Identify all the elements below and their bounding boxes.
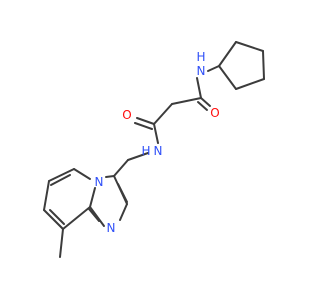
- bond: [59, 228, 64, 258]
- bond: [200, 97, 211, 107]
- bond: [218, 41, 237, 67]
- atom-label-nitrogen-amide-right: N: [197, 64, 206, 78]
- bond: [62, 206, 91, 230]
- bond: [171, 97, 202, 105]
- atom-label-oxygen-left: O: [122, 108, 131, 122]
- bonds: [43, 41, 265, 258]
- bond: [89, 187, 96, 208]
- bond: [73, 168, 91, 180]
- bond: [48, 168, 75, 182]
- bond: [197, 101, 208, 111]
- bond: [218, 65, 237, 90]
- bond: [235, 41, 264, 52]
- bond: [88, 208, 100, 222]
- bond: [127, 152, 149, 161]
- bond: [235, 78, 265, 90]
- molecule-structure: O O N H N H N N: [43, 41, 265, 258]
- atom-labels: O O N H N H N N: [95, 50, 220, 235]
- bond: [207, 65, 220, 72]
- bond: [119, 203, 128, 221]
- atom-label-hydrogen-amide-right: H: [196, 50, 205, 64]
- atom-label-hydrogen-amide-left: H: [141, 144, 150, 158]
- atom-label-nitrogen-imidazole: N: [107, 221, 116, 235]
- atom-label-oxygen-right: O: [210, 106, 219, 120]
- bond: [43, 209, 64, 230]
- bond: [49, 209, 65, 225]
- bond: [113, 159, 129, 177]
- bond: [134, 122, 153, 130]
- bond: [136, 117, 155, 125]
- bond: [196, 77, 202, 99]
- bond: [43, 180, 50, 211]
- atom-label-nitrogen-bridgehead: N: [95, 175, 104, 189]
- bond: [153, 123, 159, 144]
- atom-label-nitrogen-amide-left: N: [154, 144, 163, 158]
- bond: [153, 103, 173, 125]
- bond: [50, 174, 71, 186]
- bond: [117, 183, 128, 203]
- bond: [89, 206, 105, 227]
- bond: [262, 50, 265, 80]
- bond: [105, 175, 115, 178]
